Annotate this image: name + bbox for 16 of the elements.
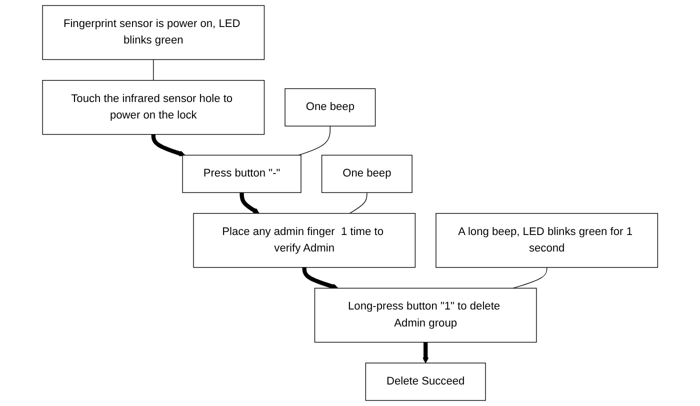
arrow bbox=[302, 267, 338, 290]
arrow bbox=[422, 342, 429, 364]
node-box: Delete Succeed bbox=[365, 362, 486, 401]
connector bbox=[512, 267, 548, 289]
node-box: Place any admin finger 1 time to verify Admin bbox=[193, 213, 416, 268]
node-box: One beep bbox=[321, 154, 412, 193]
node-box: A long beep, LED blinks green for 1 second bbox=[436, 213, 658, 268]
node-box: Touch the infrared sensor hole to power on the lock bbox=[42, 80, 264, 135]
connector bbox=[349, 192, 368, 214]
node-box: Long-press button "1" to delete Admin group bbox=[314, 288, 537, 343]
node-box: Press button "-" bbox=[182, 154, 302, 193]
connector bbox=[152, 59, 154, 81]
connector bbox=[298, 126, 330, 156]
arrow bbox=[240, 192, 260, 214]
node-box: Fingerprint sensor is power on, LED blinks green bbox=[42, 5, 264, 60]
node-box: One beep bbox=[284, 88, 376, 126]
